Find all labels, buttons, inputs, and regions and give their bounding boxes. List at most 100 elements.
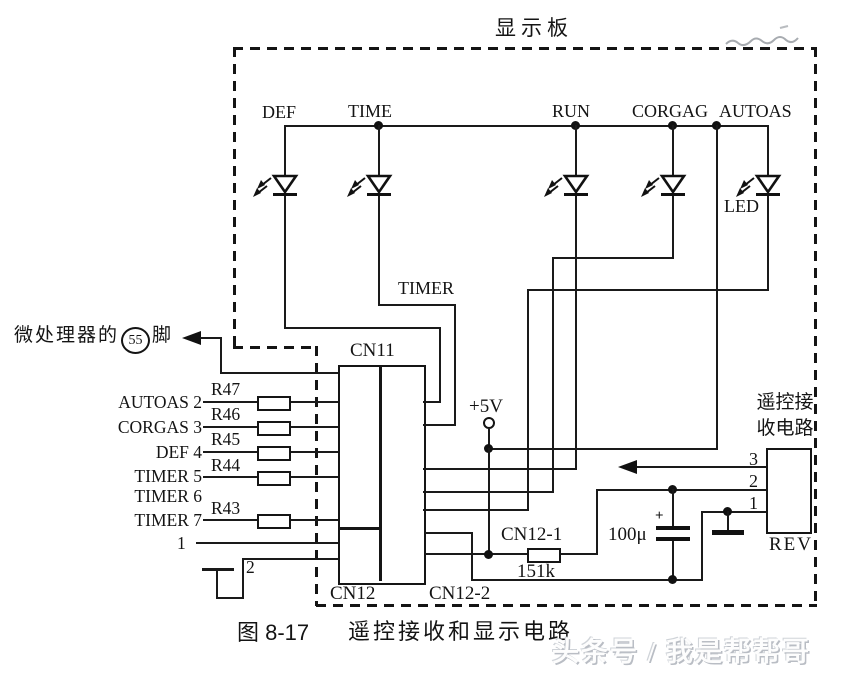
wire [488, 448, 490, 556]
resistor-ref: R44 [211, 455, 241, 475]
led-icon [736, 174, 782, 197]
wire [242, 558, 244, 599]
cap-value-label: 100μ [608, 524, 647, 545]
wire [425, 553, 598, 555]
resistor-ref: R43 [211, 498, 241, 518]
mcu-label-prefix: 微处理器的 [14, 325, 120, 346]
receiver-title-line1: 遥控接 [756, 392, 814, 413]
capacitor-plate [656, 537, 690, 541]
receiver-title-line2: 收电路 [756, 418, 814, 439]
pin-label-2: 2 [246, 557, 255, 577]
led-icon [641, 174, 687, 197]
connector-label-cn12-1: CN12-1 [501, 524, 563, 545]
resistor-symbol [257, 446, 291, 461]
resistor-ref: R45 [211, 429, 241, 449]
resistor-ref: R46 [211, 404, 241, 424]
wire [672, 541, 674, 581]
wire [527, 289, 529, 511]
caption-figure: 图 8-17 [237, 620, 310, 645]
caption-title: 遥控接收和显示电路 [348, 619, 574, 644]
row-label: DEF 4 [155, 442, 202, 462]
wire [200, 337, 222, 339]
wire [284, 196, 286, 329]
junction-dot [484, 550, 493, 559]
wire [423, 401, 441, 403]
row-label: CORGAS 3 [117, 417, 202, 437]
wire [716, 125, 718, 450]
resistor-symbol [257, 421, 291, 436]
wire [672, 196, 674, 259]
board-border-notch [233, 346, 317, 349]
led-icon [253, 174, 299, 197]
wire [701, 511, 703, 581]
resistor-value-151k: 151k [517, 561, 555, 582]
wire [575, 196, 577, 470]
wire [454, 304, 456, 426]
wire [378, 125, 380, 176]
wire [767, 125, 769, 176]
supply-label: +5V [469, 396, 503, 417]
connector-divider [338, 527, 382, 530]
wire [488, 448, 718, 450]
row-label: TIMER 5 [134, 466, 202, 486]
led-icon [544, 174, 590, 197]
row-label: TIMER 7 [134, 510, 202, 530]
wire [552, 257, 554, 493]
wire [672, 125, 674, 176]
board-border-bottom [316, 604, 817, 607]
board-border-left [233, 47, 236, 349]
wire [439, 327, 441, 403]
wire [243, 558, 339, 560]
wire [284, 125, 769, 127]
wire [220, 337, 222, 374]
probe-bar [202, 568, 234, 571]
wire [702, 511, 766, 513]
signal-arrow-icon [618, 460, 637, 474]
junction-dot [668, 575, 677, 584]
corner-scribble [725, 25, 799, 47]
wire [597, 489, 766, 491]
led-label-def: DEF [262, 102, 297, 122]
mcu-label-suffix: 脚 [152, 325, 172, 346]
wire [552, 257, 674, 259]
connector-cn11-cn12 [338, 365, 426, 585]
board-title: 显示板 [495, 16, 573, 40]
timer-label: TIMER [398, 278, 454, 298]
rev-pin-1: 1 [749, 493, 758, 513]
wire [423, 424, 456, 426]
wire [727, 511, 729, 530]
resistor-symbol [257, 514, 291, 529]
wire [425, 532, 473, 534]
mcu-arrow-icon [182, 331, 201, 345]
cap-plus-sign: + [655, 508, 664, 524]
wire [636, 466, 766, 468]
wire [284, 327, 441, 329]
connector-divider [379, 365, 382, 581]
board-border-right [814, 47, 817, 607]
wire [672, 489, 674, 527]
row-label: AUTOAS 2 [118, 392, 202, 412]
wire [216, 570, 218, 599]
wire [527, 289, 769, 291]
led-icon [347, 174, 393, 197]
wire [471, 532, 473, 581]
wire [378, 196, 380, 306]
wire [471, 579, 702, 581]
led-label-run: RUN [552, 101, 591, 121]
led-text: LED [724, 196, 759, 216]
rev-pin-2: 2 [749, 471, 758, 491]
wire [423, 509, 528, 511]
ground-icon [712, 530, 744, 535]
led-label-time: TIME [348, 101, 392, 121]
wire [217, 597, 244, 599]
resistor-symbol [257, 471, 291, 486]
wire [488, 428, 490, 450]
led-label-corgag: CORGAG [632, 101, 709, 121]
connector-label-cn12-2: CN12-2 [429, 583, 491, 604]
wire [378, 304, 456, 306]
led-label-autoas: AUTOAS [719, 101, 792, 121]
receiver-chip-label: REV [769, 534, 813, 555]
resistor-symbol-151k [527, 548, 561, 563]
resistor-symbol [257, 396, 291, 411]
